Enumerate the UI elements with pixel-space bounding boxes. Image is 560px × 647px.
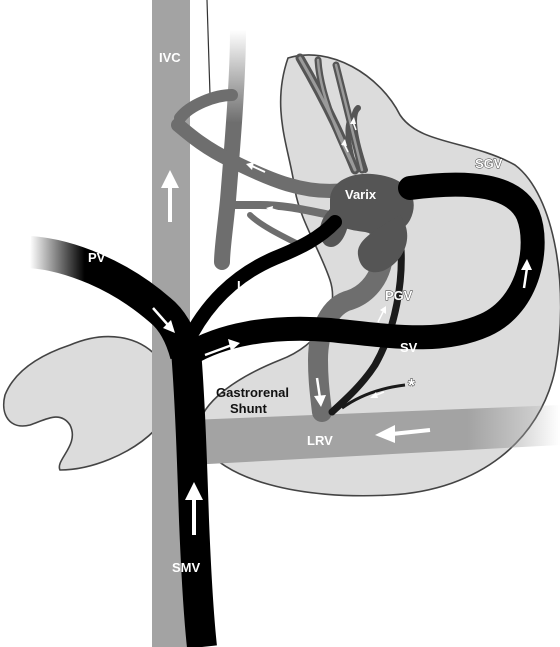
lgv-vessel [179, 215, 342, 352]
shunt-down-arrow-icon [314, 377, 326, 407]
pgv-arrow-icon [377, 306, 386, 323]
label-pv: PV [88, 250, 106, 265]
collateral-vein-2 [228, 201, 334, 219]
label-lgv: LGV [237, 278, 264, 293]
label-pgv: PGV [385, 288, 413, 303]
sgv-flow-arrow-icon [521, 259, 532, 289]
sv-vessel [176, 172, 545, 367]
varix [330, 173, 414, 235]
collateral-arrow-small-icon [266, 206, 283, 213]
smv-up-arrow-icon [185, 482, 203, 535]
pgv-vessel [328, 231, 405, 416]
flow-arrows [152, 117, 532, 535]
sg-arrow-icon-2 [350, 117, 357, 131]
label-smv: SMV [172, 560, 201, 575]
label-lrv: LRV [307, 433, 333, 448]
pancreas-spleen-shape [3, 335, 174, 471]
short-gastric-veins-highlight [298, 56, 364, 172]
thin-vessel-line [206, 0, 211, 96]
pv-vessel [28, 236, 202, 360]
collateral-vein-3 [247, 212, 303, 248]
label-gastrorenal-line1: Gastrorenal [216, 385, 289, 400]
varix-right-lobe [357, 215, 408, 273]
shunt-small-vessel [341, 383, 406, 410]
lgv-flow-arrow-icon [206, 310, 222, 331]
sv-flow-arrow-icon [204, 339, 240, 357]
label-gastrorenal-line2: Shunt [230, 401, 267, 416]
collateral-vein [171, 118, 352, 198]
ivc-up-arrow-icon [161, 170, 179, 222]
label-sv: SV [400, 340, 418, 355]
gray-vein-branch [174, 89, 238, 124]
asterisk-vessel-arrow-icon [370, 391, 385, 398]
pv-flow-arrow-icon [152, 307, 175, 333]
label-ivc: IVC [159, 50, 181, 65]
lrv-left-arrow-icon [375, 425, 431, 443]
label-asterisk: * [408, 376, 415, 396]
collateral-arrow-icon [246, 162, 266, 173]
label-varix: Varix [345, 187, 377, 202]
sg-arrow-icon-1 [341, 139, 349, 153]
label-sgv: SGV [475, 156, 503, 171]
gray-vein-top [214, 22, 246, 270]
